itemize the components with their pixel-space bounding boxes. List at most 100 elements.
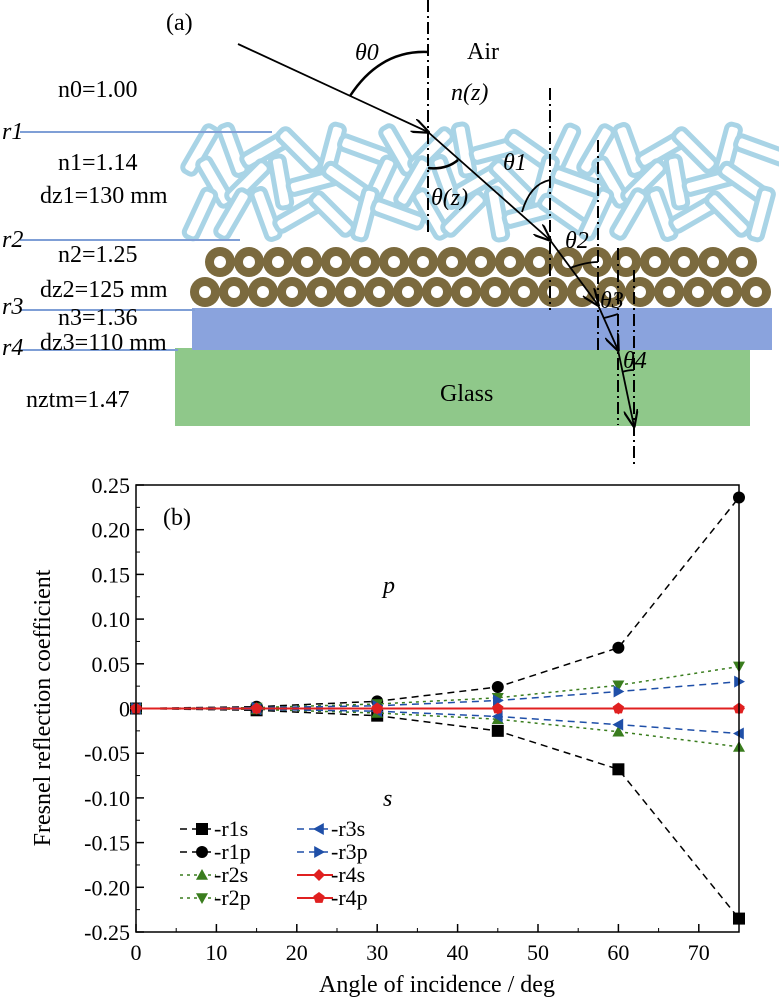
x-tick-label: 70 — [688, 940, 710, 965]
r1-label: r1 — [2, 119, 23, 145]
ray-segment-1 — [427, 131, 550, 240]
legend-swatch-marker — [313, 869, 325, 881]
angle-arc-theta0 — [348, 50, 429, 97]
ray-segment-3 — [597, 304, 618, 350]
y-tick-label: 0 — [119, 697, 130, 722]
sphere-hole — [489, 286, 501, 298]
angle-arc-theta1 — [521, 179, 551, 213]
legend-label-r4p: -r4p — [331, 885, 368, 910]
legend-swatch-marker — [313, 823, 324, 835]
sphere-hole — [199, 286, 211, 298]
sphere-hole — [707, 256, 719, 268]
sphere-hole — [243, 256, 255, 268]
nanorod — [411, 187, 451, 241]
sphere-hole — [649, 256, 661, 268]
plot-frame — [135, 484, 740, 933]
theta3-label: θ3 — [600, 288, 624, 314]
legend-label-r1s: -r1s — [214, 816, 248, 841]
series-line-r2p — [135, 665, 740, 710]
theta0-label: θ0 — [355, 40, 379, 66]
nanorod — [350, 185, 380, 243]
y-tick-label: -0.15 — [84, 831, 130, 856]
data-point-r4p — [612, 702, 625, 714]
theta1-label: θ1 — [503, 150, 527, 176]
sphere-hole — [257, 286, 269, 298]
sphere-hole — [547, 286, 559, 298]
legend-swatch-marker — [313, 892, 325, 903]
nanorod — [370, 197, 426, 231]
y-tick-label: -0.25 — [84, 920, 130, 945]
sphere-hole — [373, 286, 385, 298]
sphere-hole — [417, 256, 429, 268]
sphere-hole — [301, 256, 313, 268]
x-tick-label: 0 — [131, 940, 142, 965]
nztm-label: nztm=1.47 — [26, 387, 130, 413]
sphere-hole — [460, 286, 472, 298]
sphere-hole — [286, 286, 298, 298]
data-point-r3s — [612, 718, 624, 731]
glass-label: Glass — [440, 381, 493, 407]
legend-label-r3s: -r3s — [331, 816, 365, 841]
x-tick-label: 30 — [366, 940, 388, 965]
x-tick-label: 20 — [286, 940, 308, 965]
panel-b-tag: (b) — [163, 505, 191, 531]
sphere-hole — [402, 286, 414, 298]
layer-3 — [192, 308, 772, 350]
y-tick-label: -0.20 — [84, 875, 130, 900]
incident-ray — [237, 43, 428, 132]
nz-label: n(z) — [451, 80, 488, 106]
nanorod — [609, 187, 649, 241]
data-point-r4p — [371, 702, 383, 714]
sphere-hole — [475, 256, 487, 268]
nanorod — [393, 155, 433, 209]
data-point-r2p — [612, 680, 625, 692]
rod-layer — [180, 121, 779, 243]
nanorod — [181, 186, 219, 242]
sphere-hole — [750, 286, 762, 298]
nanorod — [746, 185, 776, 243]
sphere-hole — [692, 286, 704, 298]
ray-segment-4 — [617, 349, 634, 426]
angle-arc-theta2 — [569, 261, 599, 269]
nanorod — [612, 122, 646, 178]
air-label: Air — [467, 39, 499, 65]
y-axis-title: Fresnel reflection coefficient — [30, 569, 56, 846]
nanorod — [576, 123, 616, 177]
legend-label-r1p: -r1p — [214, 839, 251, 864]
panel-a-schematic: (a) θ0 Air n(z) θ(z) θ1 θ2 θ3 θ4 n0=1.00… — [2, 0, 779, 465]
legend-swatch-marker — [196, 823, 208, 835]
dz3-label: dz3=110 mm — [40, 330, 167, 356]
data-point-r1p — [491, 681, 504, 694]
data-point-r1s — [491, 724, 504, 737]
series-line-r3p — [135, 680, 740, 710]
data-point-r3p — [493, 694, 504, 707]
nanorod — [216, 122, 250, 178]
r3-label: r3 — [2, 294, 23, 320]
sphere-layer — [190, 247, 771, 307]
annotation-s: s — [383, 786, 392, 812]
theta-z-label: θ(z) — [431, 185, 468, 211]
x-tick-label: 40 — [447, 940, 469, 965]
sphere-hole — [446, 256, 458, 268]
x-axis-title: Angle of incidence / deg — [319, 972, 555, 998]
theta2-label: θ2 — [565, 228, 589, 254]
dz2-label: dz2=125 mm — [40, 277, 168, 303]
sphere-hole — [228, 286, 240, 298]
sphere-hole — [272, 256, 284, 268]
sphere-hole — [634, 286, 646, 298]
glass-substrate — [175, 348, 750, 426]
dz1-label: dz1=130 mm — [40, 183, 168, 209]
legend-label-r2s: -r2s — [214, 862, 248, 887]
theta4-label: θ4 — [623, 348, 647, 374]
sphere-hole — [359, 256, 371, 268]
series-line-r3s — [135, 707, 740, 735]
legend: -r1s-r1p-r2s-r2p-r3s-r3p-r4s-r4p — [180, 816, 368, 910]
y-tick-label: 0.20 — [92, 518, 131, 543]
sphere-hole — [533, 256, 545, 268]
series-line-r1p — [135, 497, 740, 710]
series-r1p — [130, 491, 745, 715]
sphere-hole — [214, 256, 226, 268]
y-tick-label: 0.10 — [92, 607, 131, 632]
legend-label-r3p: -r3p — [331, 839, 368, 864]
